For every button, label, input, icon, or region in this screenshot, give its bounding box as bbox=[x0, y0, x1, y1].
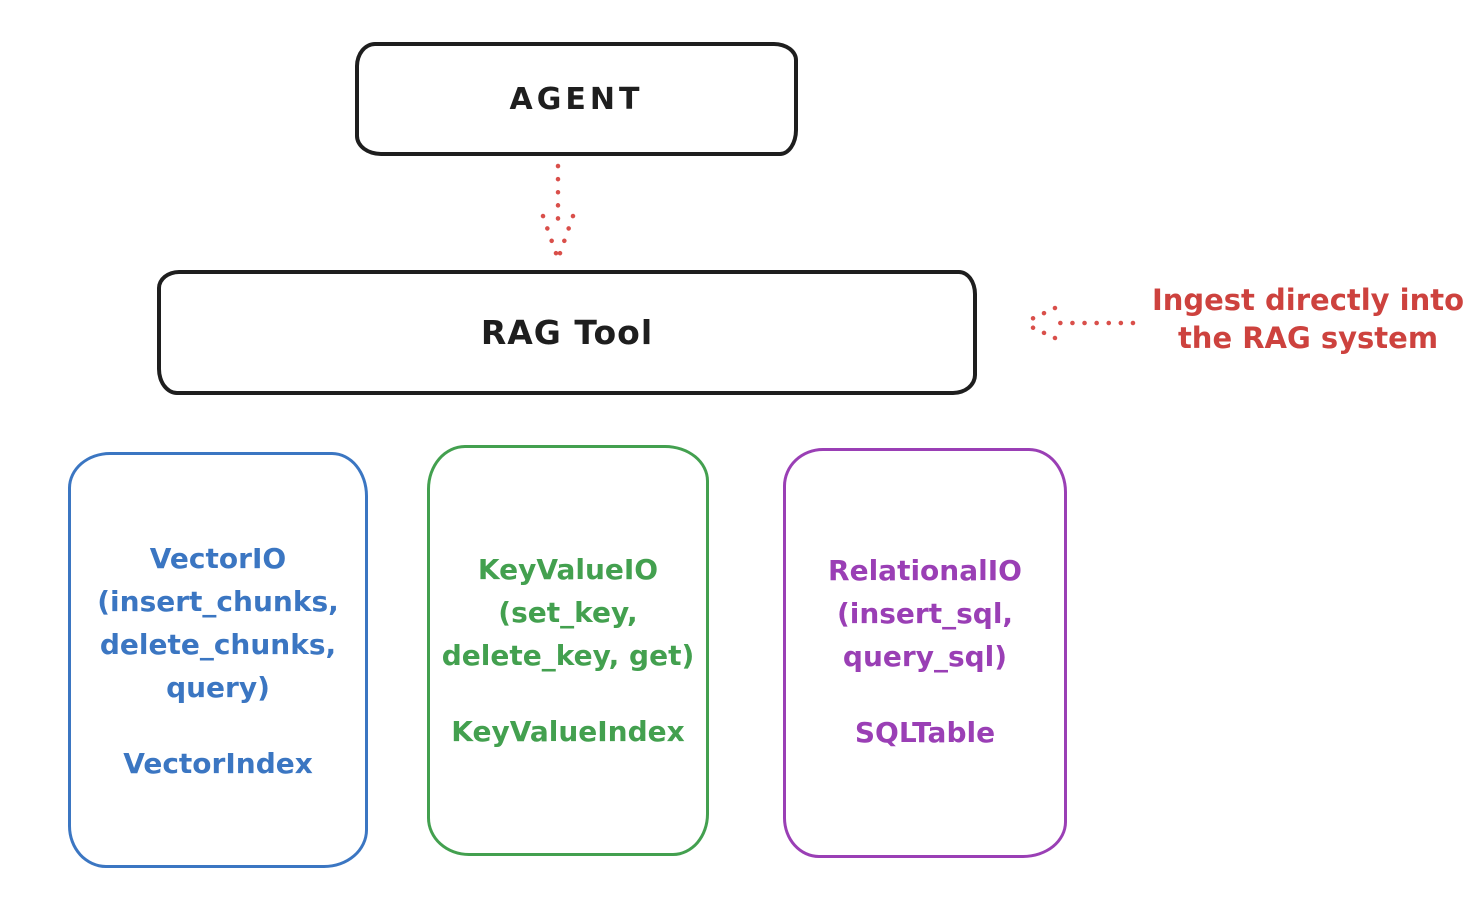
ingest-annotation-line2: the RAG system bbox=[1177, 321, 1439, 355]
keyvalue-io-line: KeyValueIO bbox=[477, 553, 659, 586]
ingest-annotation: Ingest directly into the RAG system bbox=[1138, 281, 1478, 357]
vector-io-line: query) bbox=[166, 671, 270, 704]
keyvalue-io-line: delete_key, get) bbox=[441, 639, 695, 672]
keyvalue-index-label: KeyValueIndex bbox=[451, 715, 685, 748]
ingest-arrow-icon bbox=[1020, 305, 1136, 341]
agent-node: AGENT bbox=[355, 42, 798, 156]
relational-io-line: RelationalIO bbox=[828, 554, 1022, 587]
vector-io-node: VectorIO (insert_chunks, delete_chunks, … bbox=[68, 452, 368, 868]
relational-io-line: query_sql) bbox=[842, 640, 1008, 673]
keyvalue-io-node: KeyValueIO (set_key, delete_key, get) Ke… bbox=[427, 445, 709, 856]
vector-io-line: VectorIO bbox=[149, 542, 287, 575]
relational-io-line: (insert_sql, bbox=[836, 597, 1014, 630]
relational-io-node: RelationalIO (insert_sql, query_sql) SQL… bbox=[783, 448, 1067, 858]
vector-io-line: delete_chunks, bbox=[99, 628, 337, 661]
agent-to-ragtool-arrow-icon bbox=[540, 163, 576, 259]
sql-table-label: SQLTable bbox=[854, 716, 996, 749]
ingest-annotation-line1: Ingest directly into bbox=[1151, 283, 1465, 317]
vector-index-label: VectorIndex bbox=[123, 747, 313, 780]
rag-tool-label: RAG Tool bbox=[480, 313, 654, 352]
agent-label: AGENT bbox=[509, 81, 644, 117]
rag-tool-node: RAG Tool bbox=[157, 270, 977, 395]
vector-io-line: (insert_chunks, bbox=[97, 585, 339, 618]
keyvalue-io-line: (set_key, bbox=[498, 596, 638, 629]
